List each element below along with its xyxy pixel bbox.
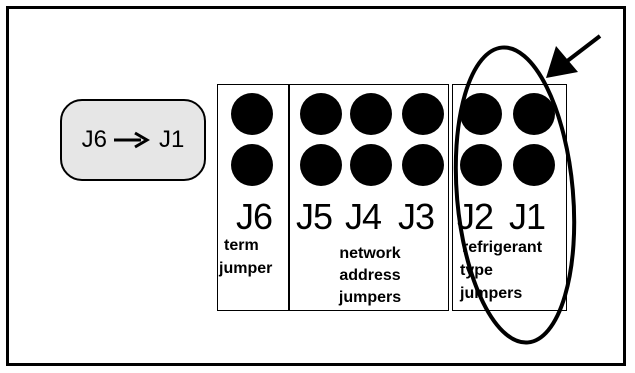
jumper-pin [231,93,273,135]
jumper-pin [460,93,502,135]
jumper-label-j6: J6 [236,196,273,237]
refrigerant-type-block: J2 J1 refrigerant type jumpers [452,84,567,311]
network-caption-line-1: network [339,245,401,262]
jumper-pin [460,144,502,186]
right-arrow-icon [114,131,150,149]
network-caption-line-3: jumpers [338,289,402,306]
jumper-pin [513,144,555,186]
term-caption-line-2: jumper [219,260,273,277]
jumper-pin [402,144,444,186]
jumper-pin [350,144,392,186]
jumper-pin [513,93,555,135]
highlight-ellipse [453,45,577,345]
refrigerant-caption-line-1: refrigerant [462,239,543,256]
legend-to-label: J1 [159,126,185,153]
network-caption-line-2: address [339,267,401,284]
jumper-pin [300,144,342,186]
jumper-label-j5: J5 [296,196,333,237]
jumper-label-j1: J1 [509,196,546,237]
jumper-label-j2: J2 [457,196,494,237]
jumper-label-j4: J4 [345,196,382,237]
jumper-move-legend: J6 J1 [60,99,206,181]
term-jumper-block: J6 term jumper [217,84,289,311]
jumper-label-j3: J3 [398,196,435,237]
network-address-block: J5 J4 J3 network address jumpers [289,84,449,311]
legend-from-label: J6 [81,126,107,153]
pointer-arrow-icon [546,34,602,78]
jumper-pin [300,93,342,135]
jumper-pin [231,144,273,186]
jumper-pin [350,93,392,135]
term-caption-line-1: term [224,237,259,254]
jumper-pin [402,93,444,135]
